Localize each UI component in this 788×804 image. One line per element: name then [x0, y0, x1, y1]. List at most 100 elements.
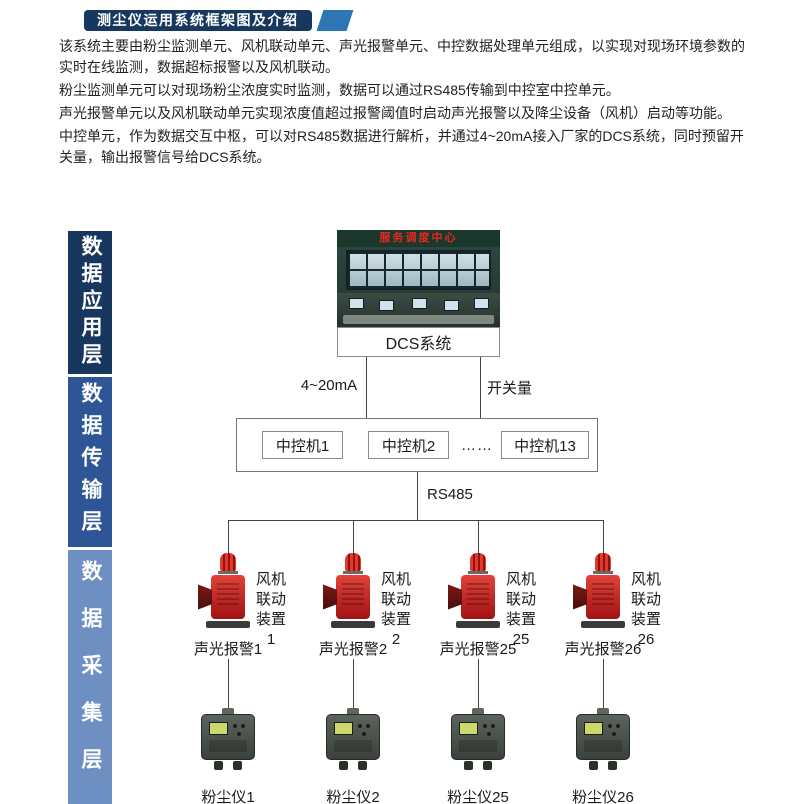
meter-panel	[334, 740, 372, 752]
meter-body	[326, 714, 380, 760]
intro-paragraph-3: 声光报警单元以及风机联动单元实现浓度值超过报警阈值时启动声光报警以及降尘设备（风…	[59, 105, 731, 121]
alarm-base	[331, 621, 375, 628]
meter-buttons	[483, 724, 487, 728]
meter-port	[339, 761, 348, 770]
meter-port	[358, 761, 367, 770]
layer-label-transmission: 数据传输层	[79, 382, 102, 542]
controller-node-1: 中控机1	[262, 431, 343, 459]
meter-mount-tab	[597, 708, 609, 714]
intro-paragraph-2: 粉尘监测单元可以对现场粉尘浓度实时监测，数据可以通过RS485传输到中控室中控单…	[59, 82, 620, 98]
connector-line	[353, 520, 354, 553]
alarm-beacon-icon	[220, 553, 236, 571]
meter-screen	[209, 722, 228, 735]
layer-band-application: 数据应用层	[68, 231, 112, 374]
fan-linkage-label: 风机联动装置26	[630, 571, 661, 648]
alarm-horn-icon	[448, 584, 462, 610]
monitor-icon	[349, 298, 364, 309]
layer-label-application: 数据应用层	[79, 235, 102, 370]
meter-ports	[575, 761, 631, 770]
fan-linkage-label: 风机联动装置1	[255, 571, 286, 648]
alarm-beacon-stand	[593, 571, 613, 574]
intro-paragraph-4: 中控单元，作为数据交互中枢，可以对RS485数据进行解析，并通过4~20mA接入…	[59, 128, 744, 165]
dust-meter-graphic	[200, 708, 256, 770]
alarm-body	[323, 575, 370, 619]
meter-mount-tab	[222, 708, 234, 714]
alarm-label: 声光报警1	[193, 641, 263, 658]
connector-line	[603, 520, 604, 553]
fan-linkage-label: 风机联动装置25	[505, 571, 536, 648]
page-title: 测尘仪运用系统框架图及介绍	[84, 10, 312, 31]
dust-meter-graphic	[325, 708, 381, 770]
meter-screen	[584, 722, 603, 735]
meter-port	[483, 761, 492, 770]
control-desks-graphic	[337, 293, 500, 327]
controller-node-2: 中控机2	[368, 431, 449, 459]
alarm-base	[581, 621, 625, 628]
controller-group-box: 中控机1 中控机2 …… 中控机13	[236, 418, 598, 472]
meter-body	[451, 714, 505, 760]
alarm-grill	[467, 583, 489, 605]
alarm-body	[448, 575, 495, 619]
dust-meter-label: 粉尘仪2	[326, 789, 380, 804]
control-room-photo: 服务调度中心	[337, 230, 500, 327]
rs485-bus-line	[417, 472, 418, 520]
alarm-base	[206, 621, 250, 628]
alarm-beacon-icon	[470, 553, 486, 571]
monitor-icon	[444, 300, 459, 311]
alarm-grill	[217, 583, 239, 605]
alarm-beacon-icon	[595, 553, 611, 571]
meter-port	[214, 761, 223, 770]
alarm-device-graphic	[198, 553, 252, 628]
meter-port	[589, 761, 598, 770]
alarm-device-graphic	[323, 553, 377, 628]
meter-buttons	[358, 724, 362, 728]
meter-port	[464, 761, 473, 770]
alarm-beacon-stand	[343, 571, 363, 574]
connector-line	[228, 520, 229, 553]
meter-port	[233, 761, 242, 770]
meter-body	[576, 714, 630, 760]
connector-line	[603, 659, 604, 708]
layer-label-collection: 数据采集层	[79, 559, 102, 795]
alarm-horn-icon	[323, 584, 337, 610]
bus-branch-line	[228, 520, 604, 521]
alarm-label: 声光报警26	[564, 641, 642, 658]
switch-signal-label: 开关量	[487, 380, 533, 397]
alarm-beacon-icon	[345, 553, 361, 571]
intro-text: 该系统主要由粉尘监测单元、风机联动单元、声光报警单元、中控数据处理单元组成，以实…	[59, 36, 747, 170]
meter-screen	[334, 722, 353, 735]
meter-panel	[459, 740, 497, 752]
rs485-label: RS485	[427, 486, 473, 503]
dust-meter-label: 粉尘仪25	[447, 789, 509, 804]
fan-linkage-label: 风机联动装置2	[380, 571, 411, 648]
desk-graphic	[343, 315, 494, 324]
controller-ellipsis: ……	[461, 436, 493, 454]
meter-ports	[200, 761, 256, 770]
monitor-icon	[412, 298, 427, 309]
alarm-grill	[592, 583, 614, 605]
monitor-icon	[379, 300, 394, 311]
meter-buttons	[233, 724, 237, 728]
alarm-base	[456, 621, 500, 628]
alarm-horn-icon	[198, 584, 212, 610]
alarm-body	[198, 575, 245, 619]
connector-line	[478, 520, 479, 553]
alarm-horn-icon	[573, 584, 587, 610]
intro-paragraph-1: 该系统主要由粉尘监测单元、风机联动单元、声光报警单元、中控数据处理单元组成，以实…	[59, 38, 745, 75]
dust-meter-graphic	[450, 708, 506, 770]
dust-meter-label: 粉尘仪26	[572, 789, 634, 804]
meter-screen	[459, 722, 478, 735]
meter-panel	[584, 740, 622, 752]
alarm-beacon-stand	[468, 571, 488, 574]
meter-mount-tab	[347, 708, 359, 714]
alarm-beacon-stand	[218, 571, 238, 574]
video-wall-graphic	[346, 250, 491, 290]
dust-meter-graphic	[575, 708, 631, 770]
connector-line	[228, 659, 229, 708]
connector-line	[353, 659, 354, 708]
